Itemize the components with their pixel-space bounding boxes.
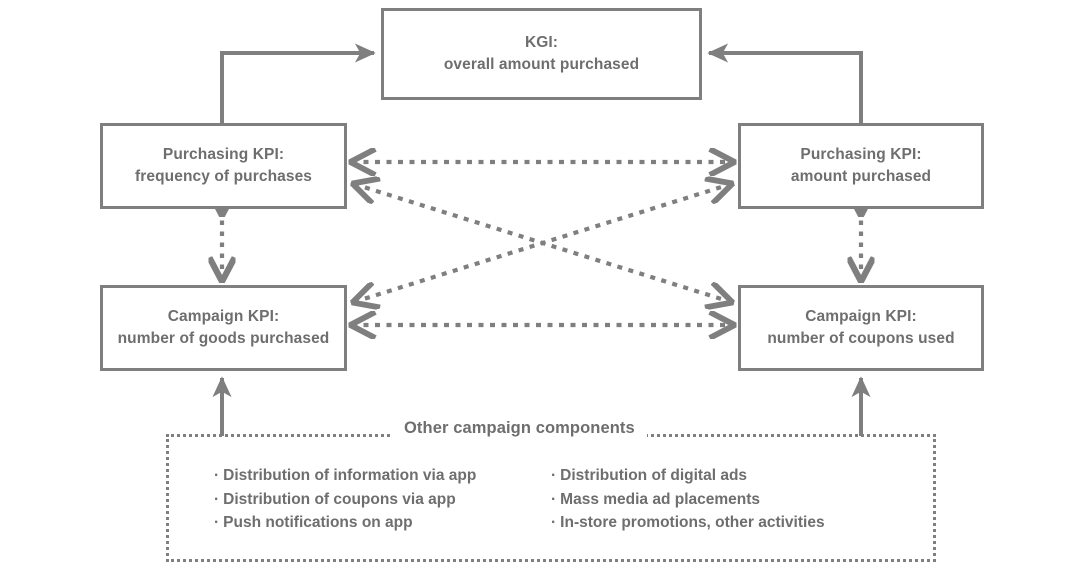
node-kgi-line2: overall amount purchased bbox=[443, 56, 640, 73]
node-campaign-kpi-goods[interactable]: Campaign KPI: number of goods purchased bbox=[100, 285, 347, 371]
bullet-icon: · bbox=[551, 467, 557, 484]
other-campaign-components-title: Other campaign components bbox=[392, 419, 647, 438]
connector-freq-to-kgi bbox=[220, 43, 376, 123]
list-item-label: Distribution of coupons via app bbox=[223, 490, 456, 508]
list-item: ·Mass media ad placements bbox=[551, 488, 825, 512]
node-campaign-goods-line1: Campaign KPI: bbox=[167, 308, 280, 325]
node-purchasing-amount-line1: Purchasing KPI: bbox=[800, 146, 922, 163]
node-campaign-kpi-coupons[interactable]: Campaign KPI: number of coupons used bbox=[738, 285, 984, 371]
list-item-label: Distribution of information via app bbox=[223, 467, 477, 484]
bullet-icon: · bbox=[551, 514, 557, 532]
list-item-label: Push notifications on app bbox=[223, 514, 413, 532]
node-purchasing-kpi-amount[interactable]: Purchasing KPI: amount purchased bbox=[738, 123, 984, 209]
list-item: ·In-store promotions, other activities bbox=[551, 511, 825, 535]
node-campaign-coupons-line2: number of coupons used bbox=[767, 330, 955, 347]
list-item-label: In-store promotions, other activities bbox=[560, 514, 825, 532]
connector-diagonal-goods-amount-dotted bbox=[354, 184, 731, 302]
list-item: ·Distribution of information via app bbox=[214, 464, 476, 488]
list-item: ·Distribution of coupons via app bbox=[214, 488, 476, 512]
node-purchasing-kpi-frequency[interactable]: Purchasing KPI: frequency of purchases bbox=[100, 123, 347, 209]
bullet-icon: · bbox=[214, 490, 220, 508]
bullet-icon: · bbox=[214, 514, 220, 532]
node-purchasing-amount-line2: amount purchased bbox=[790, 168, 932, 185]
node-kgi[interactable]: KGI: overall amount purchased bbox=[381, 8, 702, 100]
list-item: ·Distribution of digital ads bbox=[551, 464, 825, 488]
list-item-label: Distribution of digital ads bbox=[560, 467, 748, 484]
node-campaign-coupons-line1: Campaign KPI: bbox=[805, 308, 917, 325]
node-campaign-goods-line2: number of goods purchased bbox=[117, 330, 330, 347]
list-item: ·Push notifications on app bbox=[214, 511, 476, 535]
bullet-icon: · bbox=[551, 490, 557, 508]
node-purchasing-frequency-line1: Purchasing KPI: bbox=[162, 146, 285, 163]
list-item-label: Mass media ad placements bbox=[560, 490, 761, 508]
node-purchasing-frequency-line2: frequency of purchases bbox=[134, 168, 313, 185]
node-kgi-line1: KGI: bbox=[524, 34, 559, 51]
other-components-left-column: ·Distribution of information via app ·Di… bbox=[214, 464, 476, 535]
other-components-right-column: ·Distribution of digital ads ·Mass media… bbox=[551, 464, 825, 535]
connector-amount-to-kgi bbox=[707, 43, 863, 123]
bullet-icon: · bbox=[214, 467, 220, 484]
